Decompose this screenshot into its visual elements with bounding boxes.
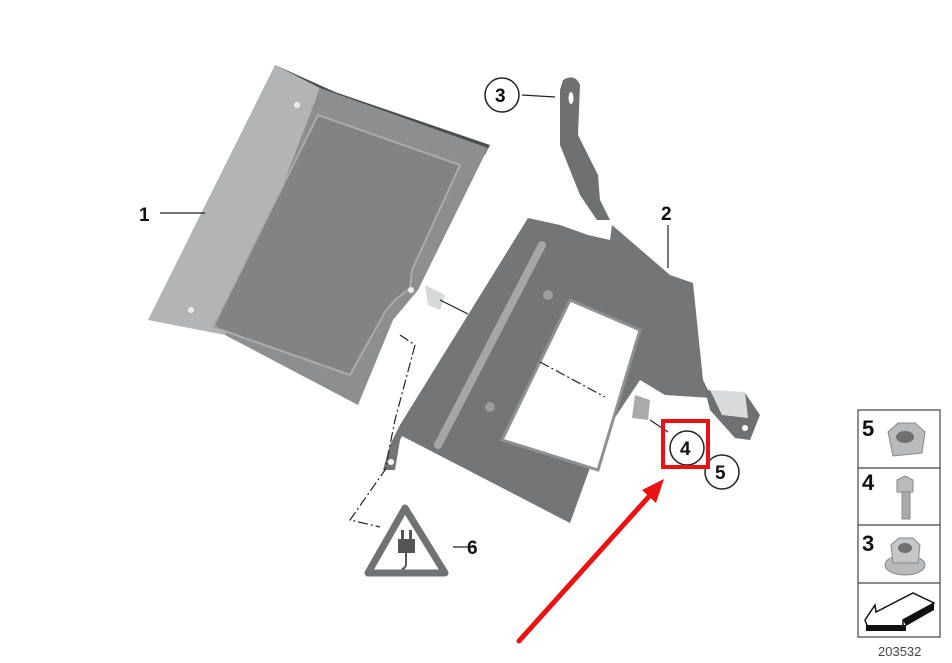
svg-text:6: 6: [467, 538, 478, 559]
callout-6: 6: [467, 538, 478, 559]
svg-text:4: 4: [680, 439, 691, 460]
callout-1: 1: [139, 205, 150, 226]
legend-item-arrow: [864, 592, 936, 631]
direction-arrow-icon: [864, 592, 936, 631]
legend-item-5: 5: [862, 416, 926, 457]
flange-nut-icon: [884, 537, 926, 576]
svg-text:1: 1: [139, 205, 150, 226]
callout-4: 4: [669, 430, 705, 466]
part-1-control-unit[interactable]: [148, 65, 490, 405]
svg-text:3: 3: [495, 86, 506, 107]
legend-item-3: 3: [862, 531, 926, 576]
hex-nut-icon: [887, 422, 926, 457]
svg-text:5: 5: [715, 463, 726, 484]
part-2-bracket[interactable]: [383, 77, 760, 523]
hex-bolt-icon: [896, 475, 914, 520]
svg-text:4: 4: [862, 470, 875, 495]
svg-text:5: 5: [862, 416, 874, 441]
svg-text:2: 2: [661, 204, 672, 225]
hardware-legend: 5 4 3: [857, 409, 941, 638]
connector-warning-icon: [364, 504, 449, 577]
svg-text:3: 3: [862, 531, 874, 556]
callout-2: 2: [661, 204, 672, 225]
callout-3: 3: [484, 77, 520, 113]
legend-item-4: 4: [862, 470, 914, 520]
highlight-box: [661, 419, 710, 469]
callout-5: 5: [704, 454, 740, 490]
pointer-arrow: [516, 479, 664, 644]
leader-lines: [160, 94, 669, 548]
catalog-number: 203532: [878, 644, 921, 659]
